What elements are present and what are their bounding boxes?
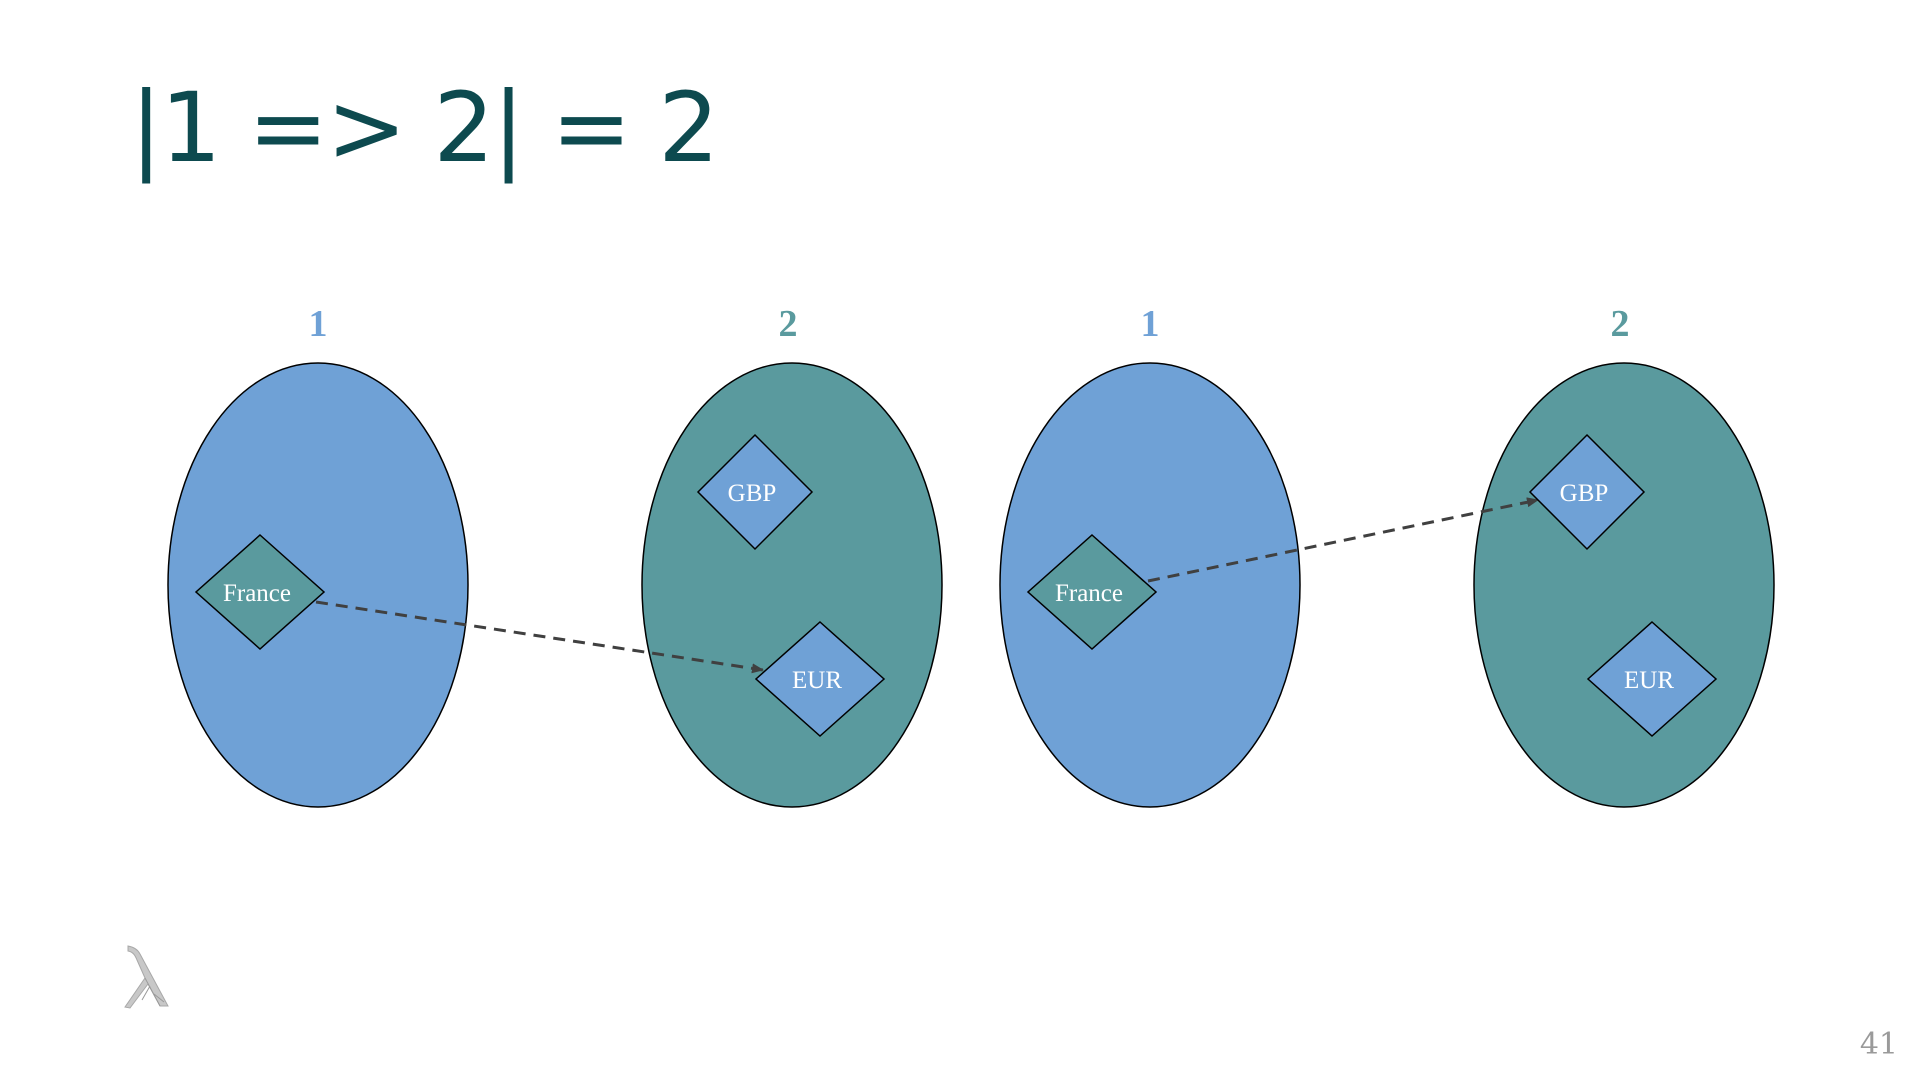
node-gbp_a-label: GBP: [728, 480, 777, 507]
node-eur_b-label: EUR: [1624, 667, 1674, 694]
node-france_a: France: [194, 533, 326, 651]
node-france_a-label: France: [223, 580, 291, 607]
node-france_a-diamond: [194, 533, 326, 651]
slide-title: |1 => 2| = 2: [130, 72, 719, 184]
node-gbp_b-label: GBP: [1560, 480, 1609, 507]
node-eur_a-label: EUR: [792, 667, 842, 694]
set-2-label: 2: [779, 303, 798, 345]
set-3-label: 1: [1141, 303, 1160, 345]
mappings-layer: [315, 497, 1539, 674]
node-france_b-diamond: [1026, 533, 1158, 651]
node-gbp_a: GBP: [696, 433, 814, 551]
node-eur_b-diamond: [1586, 620, 1718, 738]
set-4-label: 2: [1611, 303, 1630, 345]
mapping-arrow-france_a-to-eur_a: [315, 600, 764, 674]
set-4-ellipse: [1473, 362, 1775, 808]
set-3-ellipse: [999, 362, 1301, 808]
node-eur_b: EUR: [1586, 620, 1718, 738]
mapping-arrow-france_b-to-gbp_b: [1147, 497, 1539, 583]
node-france_b: France: [1026, 533, 1158, 651]
lambda-logo-icon: [124, 945, 169, 1009]
node-gbp_b: GBP: [1528, 433, 1646, 551]
node-france_b-label: France: [1055, 580, 1123, 607]
set-2-ellipse: [641, 362, 943, 808]
set-1-label: 1: [309, 303, 328, 345]
set-1-ellipse: [167, 362, 469, 808]
page-number: 41: [1859, 1027, 1898, 1062]
nodes-layer: France GBP EUR France GBP EUR: [194, 433, 1718, 738]
node-eur_a: EUR: [754, 620, 886, 738]
node-gbp_a-diamond: [696, 433, 814, 551]
node-gbp_b-diamond: [1528, 433, 1646, 551]
sets-layer: 1 2 1 2: [167, 303, 1775, 808]
node-eur_a-diamond: [754, 620, 886, 738]
